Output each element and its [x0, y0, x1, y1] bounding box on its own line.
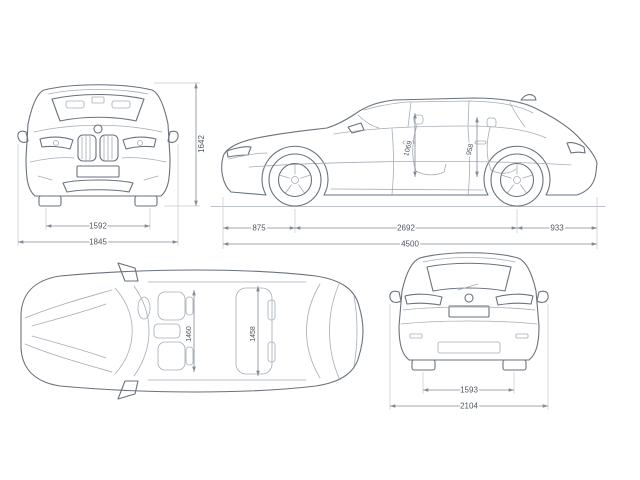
mirror-top-left: [117, 262, 139, 282]
headlamp: [226, 146, 252, 158]
sun-visor-right: [111, 100, 131, 109]
rear-window: [426, 262, 512, 292]
front-view-details: [17, 89, 179, 207]
license-plate: [76, 165, 120, 178]
windshield: [51, 93, 145, 122]
top-body-outline: [20, 269, 364, 393]
side-mirror-left: [17, 130, 29, 143]
top-view: 1460 1458: [20, 262, 364, 400]
kidney-grille-left: [77, 134, 97, 162]
roof-rails: [147, 281, 307, 381]
sun-visor-left: [65, 100, 85, 109]
mirror-rear-left: [389, 290, 402, 303]
rear-wheel-right: [502, 359, 527, 371]
dim-rear-track-label: 1593: [460, 386, 478, 395]
rear-body-outline: [398, 252, 540, 361]
side-mirror-right: [167, 130, 179, 143]
side-front-wheel: [268, 153, 322, 207]
dim-overall-length-label: 4500: [401, 240, 419, 249]
dim-front-width-label: 1845: [89, 238, 107, 247]
brand-roundel: [93, 124, 103, 134]
interior-width-rear-dimension: 1458: [249, 286, 260, 376]
lower-intake: [62, 179, 134, 193]
dim-rear-overhang-label: 933: [550, 224, 564, 233]
headlight-right: [122, 136, 157, 150]
front-wheel-left: [38, 195, 62, 207]
dim-rear-width-label: 2104: [460, 402, 478, 411]
rear-width-dimension: 2104: [389, 304, 549, 412]
rear-wheel-left: [411, 359, 436, 371]
front-wheel-right: [134, 195, 158, 207]
dim-interior-width-rear-label: 1458: [250, 326, 257, 342]
rear-view-details: [389, 257, 549, 371]
rear-diffuser: [437, 341, 501, 354]
rear-view: 1593 2104: [389, 252, 549, 412]
top-rear-bench: [235, 287, 276, 375]
windshield-top: [114, 287, 133, 375]
top-view-details: [24, 262, 358, 400]
rear-wiper: [457, 283, 479, 291]
brand-roundel-rear: [464, 293, 474, 303]
rear-window-top: [306, 283, 321, 379]
rearview-mirror: [91, 96, 105, 104]
rear-license-plate: [448, 305, 490, 318]
mirror-top-right: [117, 380, 139, 400]
rear-headrest: [486, 117, 497, 128]
door-mirror: [347, 122, 365, 134]
front-view: 1592 1845: [17, 84, 179, 248]
interior-width-front-dimension: 1460: [185, 290, 196, 372]
dim-interior-rear-label: 958: [466, 143, 476, 156]
rear-track-dimension: 1593: [422, 372, 515, 396]
center-console: [153, 323, 181, 339]
steering-wheel: [137, 296, 151, 320]
side-view: 1069 958 875 2692 933 4500: [210, 94, 606, 250]
front-track-dimension: 1592: [45, 208, 151, 232]
headlight-left: [39, 136, 74, 150]
front-body-outline: [25, 84, 171, 197]
taillamp: [566, 142, 586, 154]
side-rear-wheel: [490, 153, 544, 207]
length-dimensions: 875 2692 933 4500: [222, 197, 598, 250]
front-width-dimension: 1845: [17, 144, 179, 248]
dim-front-overhang-label: 875: [252, 224, 266, 233]
roof-antenna-fin: [520, 94, 537, 101]
door-handle-rear: [474, 140, 487, 145]
taillight-right: [495, 293, 534, 306]
taillight-left: [404, 293, 443, 306]
side-body-outline: [221, 97, 598, 196]
front-height-dimension: 1642: [154, 82, 208, 207]
mirror-rear-right: [536, 290, 549, 303]
dim-height-label: 1642: [197, 135, 206, 153]
dim-interior-width-front-label: 1460: [186, 326, 193, 342]
kidney-grille-right: [99, 134, 119, 162]
dim-wheelbase-label: 2692: [397, 224, 415, 233]
dim-front-track-label: 1592: [89, 222, 107, 231]
top-front-seats: [157, 291, 194, 371]
